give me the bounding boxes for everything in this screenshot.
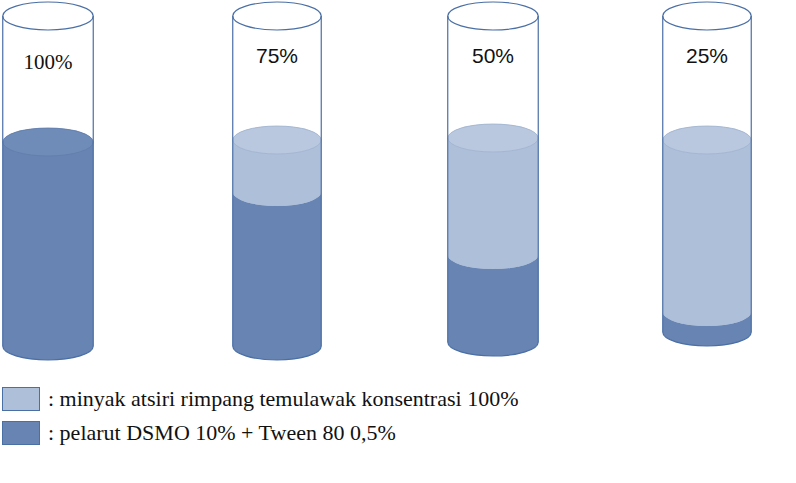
legend-entry: : pelarut DSMO 10% + Tween 80 0,5% — [2, 420, 396, 446]
cylinder-tube: 25% — [662, 0, 752, 348]
cylinder-tube: 50% — [447, 0, 539, 358]
legend-swatch — [2, 421, 40, 445]
percent-label: 25% — [684, 44, 730, 68]
percent-label: 50% — [470, 44, 516, 68]
percent-label: 75% — [254, 44, 300, 68]
legend-text: : pelarut DSMO 10% + Tween 80 0,5% — [48, 420, 396, 446]
legend-entry: : minyak atsiri rimpang temulawak konsen… — [2, 386, 518, 412]
cylinder-tube: 100% — [2, 0, 94, 362]
percent-label: 100% — [22, 50, 75, 75]
legend-text: : minyak atsiri rimpang temulawak konsen… — [48, 386, 518, 412]
legend-swatch — [2, 387, 40, 411]
cylinder-tube: 75% — [232, 0, 322, 362]
